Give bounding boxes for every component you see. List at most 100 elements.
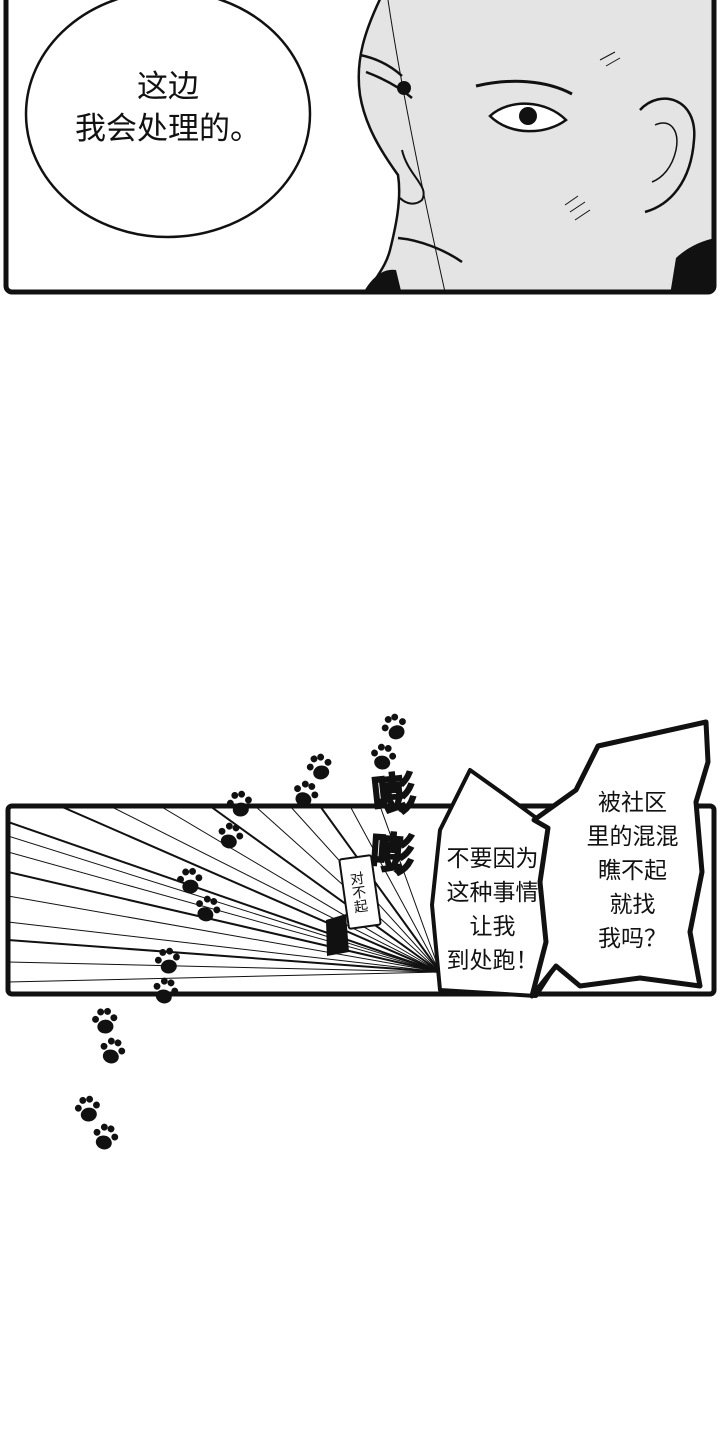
speed-line [349, 806, 441, 973]
spiky-bubble-left [430, 768, 558, 998]
paw-print-trail [74, 713, 406, 1150]
paw-pad [388, 725, 405, 740]
paw-toe [384, 744, 392, 752]
paw-pad [97, 1019, 114, 1034]
right-pupil [519, 107, 537, 125]
paw-toe [294, 785, 301, 793]
paw-toe [154, 956, 162, 964]
left-eyebrow [359, 53, 403, 77]
paw-toe [182, 868, 190, 876]
panel-1 [3, 0, 717, 295]
face-shape [357, 0, 714, 292]
panel-1-border [3, 0, 717, 295]
paw-print-icon [371, 743, 397, 770]
speed-line [8, 851, 441, 973]
paw-toe [114, 1039, 122, 1047]
paw-pad [155, 989, 172, 1004]
speed-line [209, 806, 441, 973]
speed-line [8, 961, 441, 973]
speech-line: 这边 [137, 69, 199, 105]
paw-toe [153, 982, 161, 990]
paw-toe [107, 1125, 115, 1133]
paw-toe [232, 824, 240, 832]
collar-left [362, 269, 402, 292]
paw-toe [93, 1128, 101, 1136]
paw-toe [167, 979, 175, 987]
paw-toe [86, 1095, 94, 1103]
paw-toe [231, 791, 239, 799]
paw-pad [232, 802, 249, 817]
collar-right [670, 238, 714, 292]
paw-toe [166, 947, 174, 955]
paw-print-icon [74, 1095, 100, 1122]
paw-toe [110, 1014, 118, 1022]
paw-pad [197, 907, 214, 922]
mouth [397, 236, 463, 264]
paw-print-icon [177, 867, 203, 894]
paw-print-icon [93, 1123, 119, 1150]
speech-line: 不要因为 [446, 846, 539, 872]
paw-toe [93, 1101, 100, 1109]
paw-toe [107, 1037, 115, 1045]
paw-toe [74, 1104, 82, 1112]
paw-print-icon [196, 895, 221, 922]
speech-line: 被社区 [598, 790, 667, 816]
paw-toe [226, 799, 234, 807]
paw-toe [384, 716, 392, 723]
paw-toe [377, 743, 385, 751]
speech-text-right: 被社区 里的混混 瞧不起 就找 我吗？ [565, 786, 700, 956]
paw-toe [324, 758, 332, 766]
paw-pad [182, 879, 199, 894]
paw-toe [317, 753, 325, 761]
sound-effect: 嘭 [368, 767, 419, 824]
paw-toe [100, 1042, 108, 1050]
nose [399, 149, 425, 205]
paw-toe [381, 724, 389, 732]
speech-text-left: 不要因为 这种事情 让我 到处跑！ [430, 842, 555, 978]
speed-line [319, 806, 441, 973]
paw-pad [95, 1135, 112, 1150]
paw-toe [79, 1096, 87, 1104]
paw-toe [391, 713, 399, 721]
light-edge-line [387, 0, 446, 292]
paw-toe [159, 948, 167, 956]
paw-toe [236, 832, 244, 840]
paw-toe [118, 1047, 126, 1055]
left-eye [365, 70, 413, 99]
paw-toe [104, 1007, 111, 1015]
paw-toe [196, 900, 203, 908]
paw-toe [301, 780, 309, 788]
paw-print-icon [100, 1037, 126, 1064]
panel-2-border [5, 803, 717, 997]
speed-lines [8, 806, 441, 983]
paw-toe [203, 895, 211, 903]
speed-line [8, 835, 441, 973]
paw-print-icon [92, 1007, 118, 1034]
speed-line [109, 806, 441, 973]
paw-pad [313, 765, 330, 780]
speed-line [8, 821, 441, 973]
speed-line [8, 939, 441, 973]
speech-line: 我会处理的。 [75, 111, 261, 147]
speech-line: 就找 [609, 892, 656, 918]
speed-line [8, 971, 441, 983]
speech-line: 瞧不起 [598, 858, 667, 884]
speed-line [8, 921, 441, 973]
paw-pad [80, 1107, 97, 1122]
paw-pad [102, 1049, 119, 1064]
paw-toe [173, 953, 180, 961]
paw-toe [225, 822, 233, 830]
speech-text-panel-1: 这边 我会处理的。 [28, 66, 308, 150]
speech-line: 到处跑！ [446, 948, 539, 974]
speech-line: 里的混混 [586, 824, 679, 850]
paw-print-icon [153, 977, 179, 1004]
paw-toe [92, 1015, 99, 1023]
speed-line [59, 806, 441, 973]
paw-toe [238, 790, 246, 798]
speed-line [159, 806, 441, 973]
paw-toe [210, 898, 218, 905]
paw-toe [371, 749, 378, 757]
paw-toe [218, 827, 226, 835]
paw-toe [189, 867, 196, 875]
